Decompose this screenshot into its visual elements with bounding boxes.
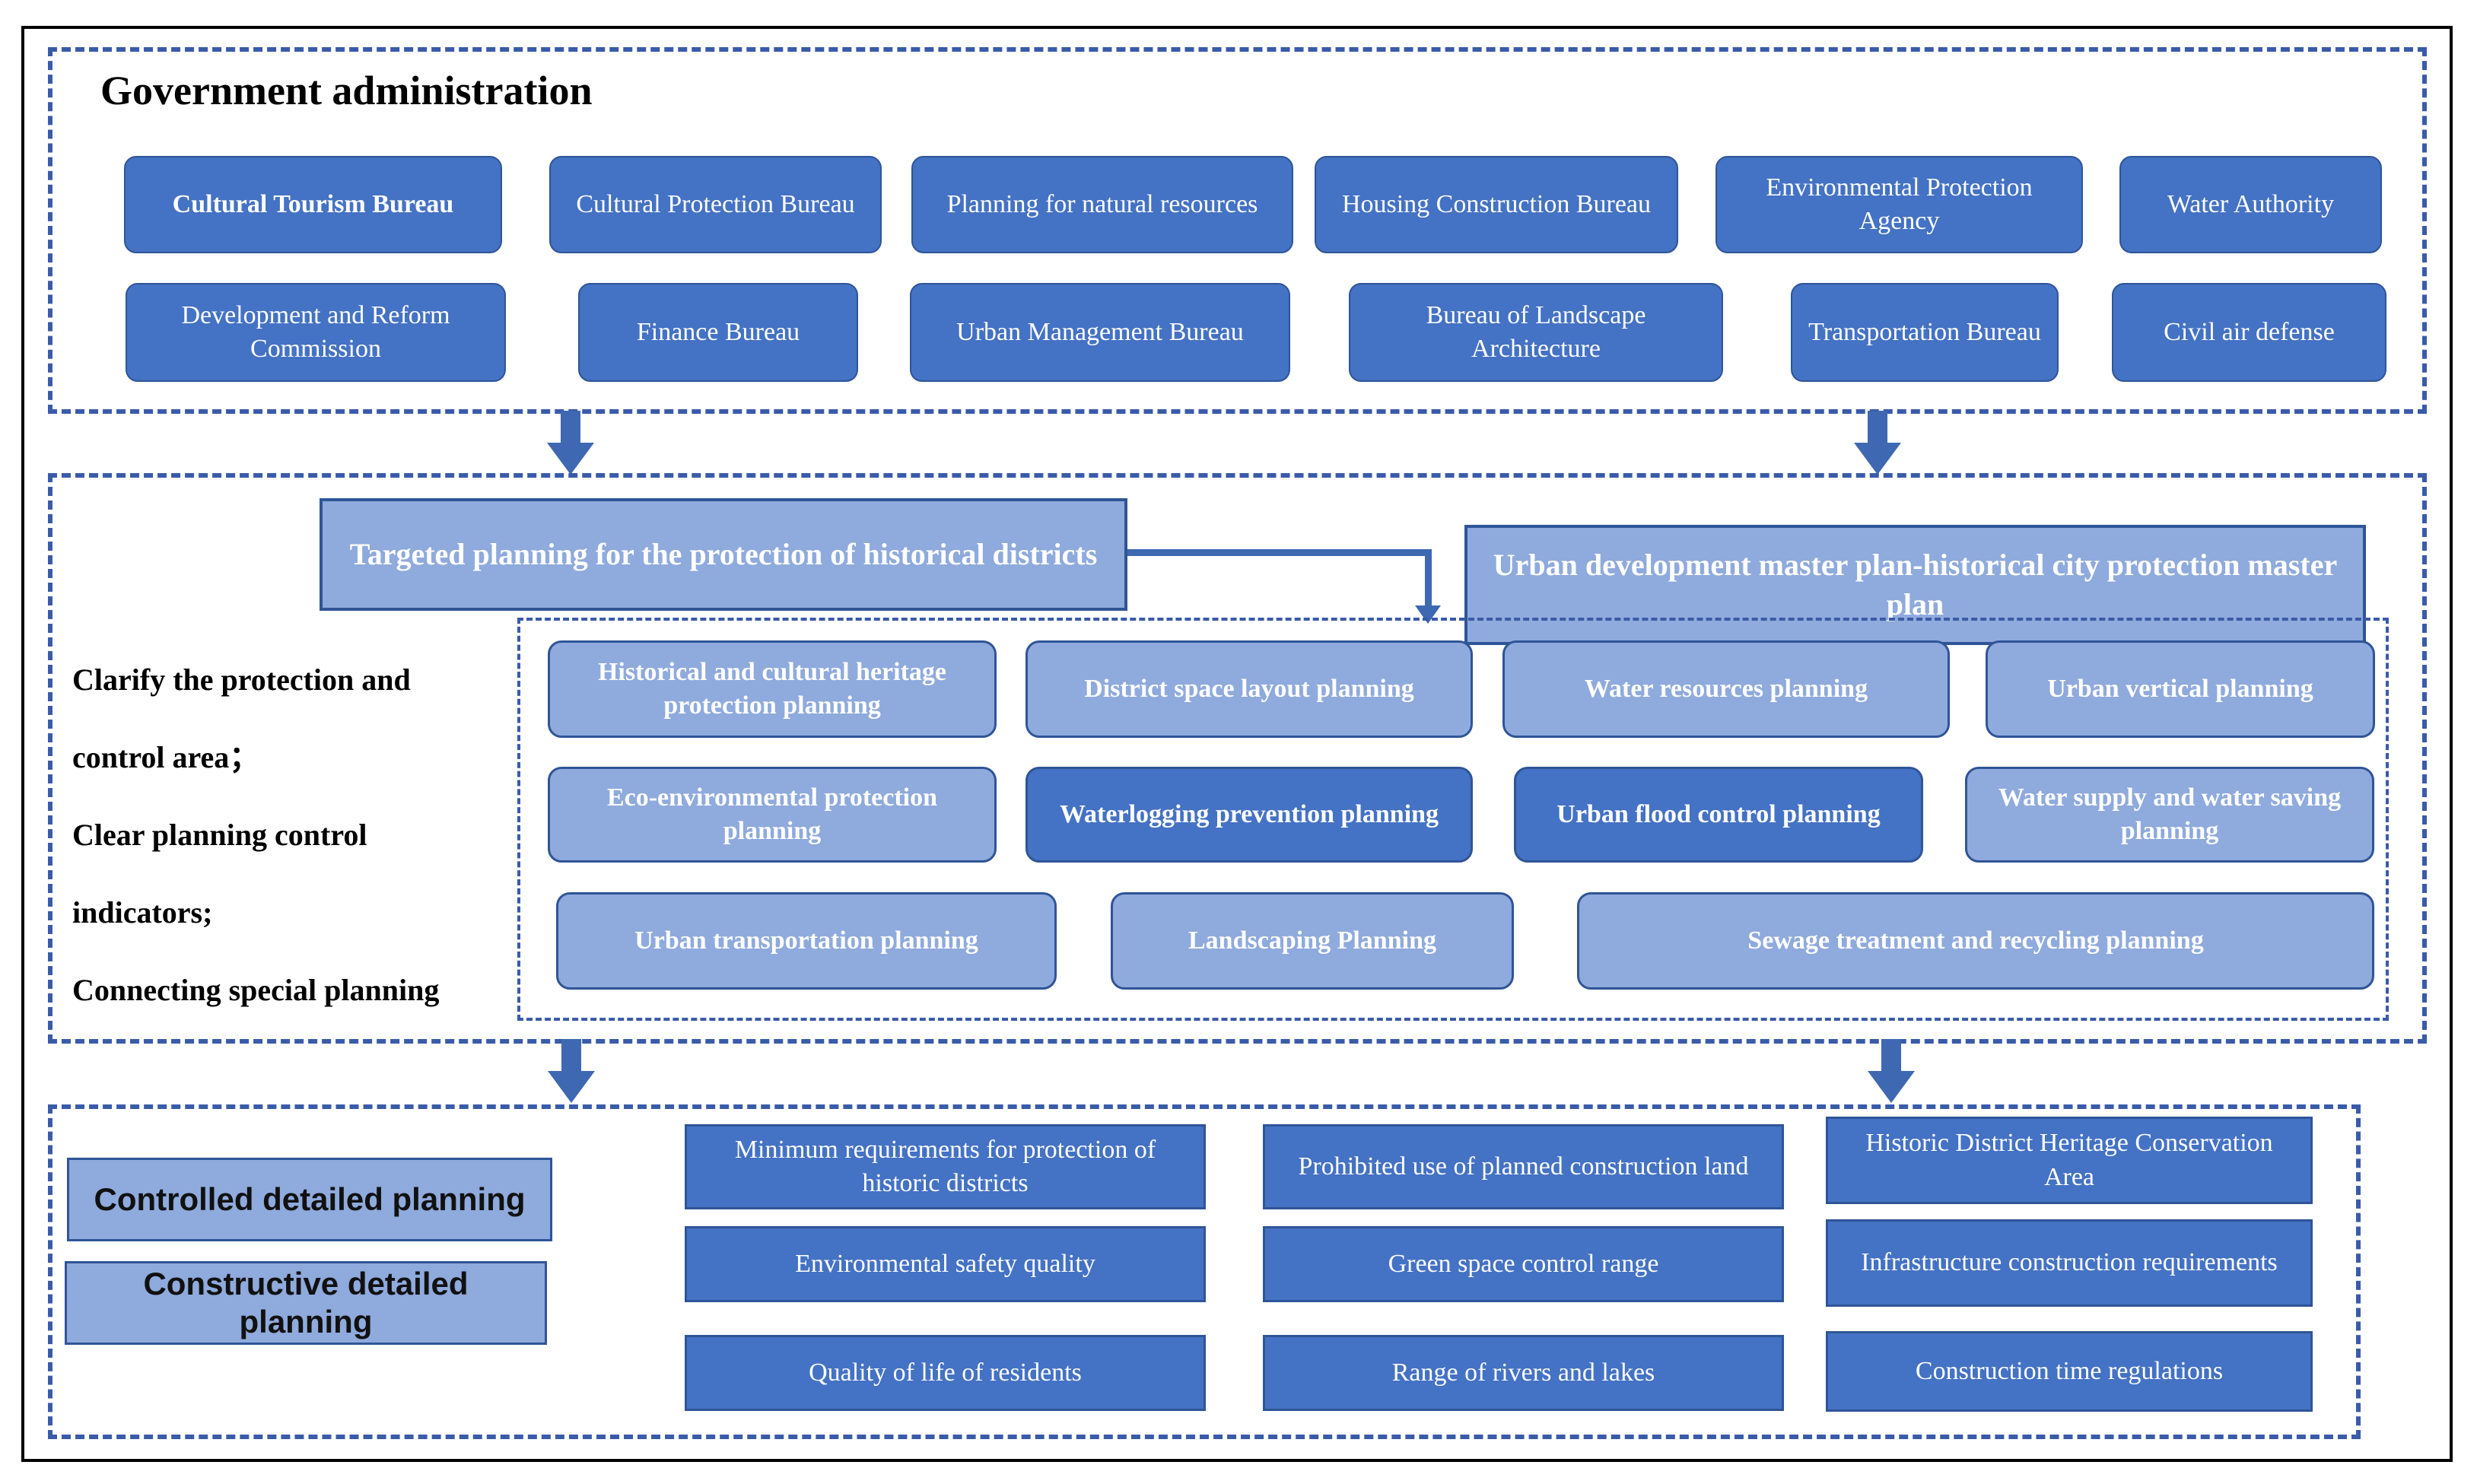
- req-box-construction-time-regulations: Construction time regulations: [1826, 1331, 2313, 1412]
- plan-box-heritage-protection: Historical and cultural heritage protect…: [548, 640, 997, 738]
- section-planning-box: [48, 473, 2427, 1044]
- arrow-down-icon: [1868, 1039, 1915, 1103]
- plan-box-landscaping: Landscaping Planning: [1111, 892, 1514, 990]
- header-targeted-planning: Targeted planning for the protection of …: [320, 498, 1127, 611]
- req-box-heritage-conservation-area: Historic District Heritage Conservation …: [1826, 1117, 2313, 1204]
- req-box-environmental-safety: Environmental safety quality: [685, 1226, 1206, 1302]
- req-box-infrastructure-requirements: Infrastructure construction requirements: [1826, 1219, 2313, 1307]
- req-box-rivers-lakes-range: Range of rivers and lakes: [1263, 1335, 1784, 1411]
- outer-frame: [21, 26, 2453, 1462]
- plan-box-urban-vertical: Urban vertical planning: [1986, 640, 2375, 738]
- plan-box-water-supply-saving: Water supply and water saving planning: [1965, 767, 2374, 863]
- section-government-title: Government administration: [100, 68, 593, 113]
- gov-box-water-authority: Water Authority: [2119, 156, 2382, 253]
- header-urban-master-plan: Urban development master plan-historical…: [1464, 525, 2366, 645]
- gov-box-urban-management-bureau: Urban Management Bureau: [910, 283, 1290, 382]
- box-constructive-detailed-planning: Constructive detailed planning: [65, 1261, 547, 1345]
- gov-box-environmental-protection-agency: Environmental Protection Agency: [1715, 156, 2083, 253]
- plan-box-district-space-layout: District space layout planning: [1025, 640, 1473, 738]
- req-box-minimum-requirements: Minimum requirements for protection of h…: [685, 1124, 1206, 1209]
- gov-box-finance-bureau: Finance Bureau: [578, 283, 858, 382]
- arrow-down-icon: [1854, 411, 1901, 475]
- gov-box-civil-air-defense: Civil air defense: [2112, 283, 2386, 382]
- plan-box-eco-environmental: Eco-environmental protection planning: [548, 767, 997, 863]
- arrow-down-icon: [547, 411, 594, 475]
- plan-box-waterlogging-prevention: Waterlogging prevention planning: [1025, 767, 1473, 863]
- connector-horizontal-line: [1127, 549, 1432, 556]
- special-planning-group-box: [517, 618, 2389, 1021]
- arrow-down-icon: [548, 1039, 595, 1103]
- plan-box-urban-flood-control: Urban flood control planning: [1514, 767, 1923, 863]
- side-note-line: Clarify the protection and: [72, 663, 411, 697]
- plan-box-water-resources: Water resources planning: [1502, 640, 1950, 738]
- req-box-green-space-control: Green space control range: [1263, 1226, 1784, 1302]
- plan-box-sewage-treatment: Sewage treatment and recycling planning: [1577, 892, 2374, 990]
- gov-box-bureau-landscape-architecture: Bureau of Landscape Architecture: [1349, 283, 1723, 382]
- gov-box-development-reform-commission: Development and Reform Commission: [126, 283, 506, 382]
- connector-vertical-line: [1425, 549, 1432, 607]
- side-note-line: Connecting special planning: [72, 973, 440, 1007]
- req-box-quality-of-life: Quality of life of residents: [685, 1335, 1206, 1411]
- gov-box-planning-natural-resources: Planning for natural resources: [911, 156, 1293, 253]
- side-note-line: indicators;: [72, 895, 213, 929]
- side-note: Clarify the protection and control area；…: [72, 641, 439, 1029]
- section-government-box: [48, 47, 2427, 414]
- req-box-prohibited-use: Prohibited use of planned construction l…: [1263, 1124, 1784, 1209]
- connector-arrowhead-icon: [1415, 605, 1441, 624]
- gov-box-cultural-protection-bureau: Cultural Protection Bureau: [549, 156, 882, 253]
- box-controlled-detailed-planning: Controlled detailed planning: [67, 1158, 552, 1241]
- section-detailed-planning-box: [48, 1104, 2361, 1439]
- plan-box-urban-transportation: Urban transportation planning: [556, 892, 1057, 990]
- gov-box-housing-construction-bureau: Housing Construction Bureau: [1315, 156, 1678, 253]
- gov-box-cultural-tourism-bureau: Cultural Tourism Bureau: [124, 156, 502, 253]
- gov-box-transportation-bureau: Transportation Bureau: [1791, 283, 2059, 382]
- side-note-line: control area；: [72, 740, 260, 774]
- side-note-line: Clear planning control: [72, 818, 367, 852]
